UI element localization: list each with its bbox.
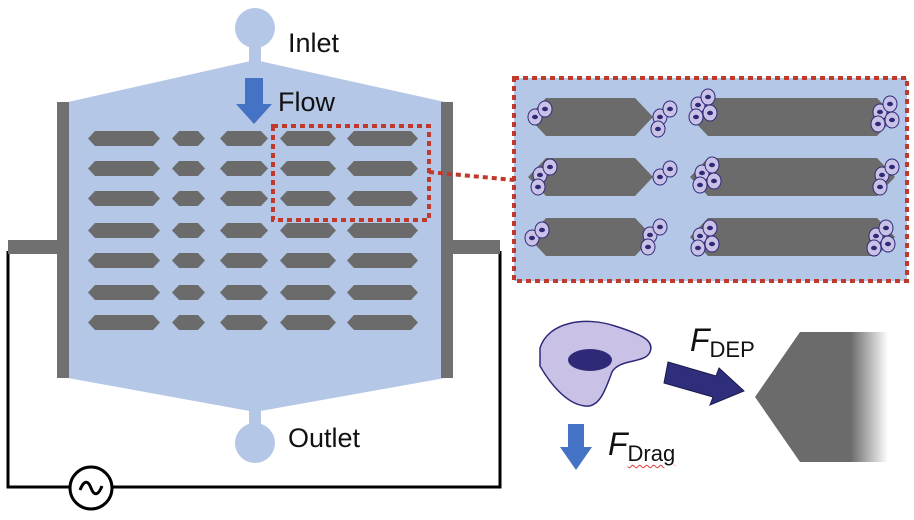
inset-cell [537,100,553,118]
inset-cell [534,221,550,239]
connector-right [448,240,500,254]
inset-cell [872,178,888,196]
pillar [88,315,160,330]
inset-cell [700,88,716,106]
wire-left [6,251,70,489]
dep-force-label: FDEP [690,322,755,361]
inset-cell [542,158,558,176]
pillar [280,253,336,268]
flow-label: Flow [278,87,336,117]
pillar [172,191,205,206]
inset-pillar [690,218,895,256]
pillar [172,315,205,330]
inset-cell [662,100,678,118]
pillar [172,253,205,268]
pillar [88,161,160,176]
inset-cell [884,158,900,176]
pillar-array [88,131,418,330]
pillar [347,223,418,238]
pillar [220,315,268,330]
inset-cell [650,120,666,138]
electrode-left [57,102,69,378]
inset-pillar [690,98,895,136]
inset-cell [692,176,708,194]
pillar [220,191,268,206]
inset-cell [878,219,894,237]
pillar [347,285,418,300]
inset-cell [706,172,722,190]
pillar [347,191,418,206]
pillar [88,131,160,146]
pillar [220,131,268,146]
pillar [280,161,336,176]
inset-cell [688,108,704,126]
pillar [172,223,205,238]
flow-arrow-icon [236,78,272,124]
inset-cell [866,239,882,257]
inset-cell [704,235,720,253]
pillar [220,223,268,238]
electrode-tip [755,332,888,462]
ac-source-icon [68,465,114,511]
inset-cell [704,156,720,174]
inset-cells [524,88,900,257]
inset-cell [880,235,896,253]
pillar [172,285,205,300]
inset-cell [882,95,898,113]
cell-icon [539,320,652,407]
pillar [220,285,268,300]
pillar [280,315,336,330]
outlet-label: Outlet [288,423,361,453]
pillar [280,223,336,238]
inset-cell [530,178,546,196]
dep-force-subscript: DEP [709,337,755,362]
pillar [172,131,205,146]
inset-cell [702,219,718,237]
inset-cell [662,160,678,178]
drag-force-subscript: Drag [627,441,676,466]
inset-cell [702,104,718,122]
drag-force-label: FDrag [608,426,675,465]
electrode-right [441,102,453,378]
inset-pillar [690,158,895,196]
inset-cell [690,239,706,257]
inset-pillar [528,158,653,196]
inset-cell [640,238,656,256]
inset-cell [884,111,900,129]
pillar [280,131,336,146]
pillar [172,161,205,176]
pillar [347,131,418,146]
inset-cell [652,218,668,236]
pillar [280,191,336,206]
dep-force-arrow-icon [663,361,745,406]
pillar [88,285,160,300]
pillar [220,161,268,176]
pillar [88,223,160,238]
inset-cell [870,115,886,133]
pillar [88,253,160,268]
cell-nucleus [568,349,612,371]
dep-force-symbol: F [690,322,710,358]
circuit [6,251,502,489]
pillar [220,253,268,268]
connector-left [8,240,63,254]
pillar [280,285,336,300]
wire-right [112,251,502,489]
pillar [88,191,160,206]
inset-pillar [528,218,653,256]
inset-pillar [528,98,653,136]
pillar [347,315,418,330]
inset-pillars [528,98,895,256]
pillar [347,253,418,268]
zoom-inset [512,76,909,283]
inlet-label: Inlet [288,28,340,58]
drag-force-arrow-icon [560,424,592,470]
pillar [347,161,418,176]
drag-force-symbol: F [608,426,628,462]
